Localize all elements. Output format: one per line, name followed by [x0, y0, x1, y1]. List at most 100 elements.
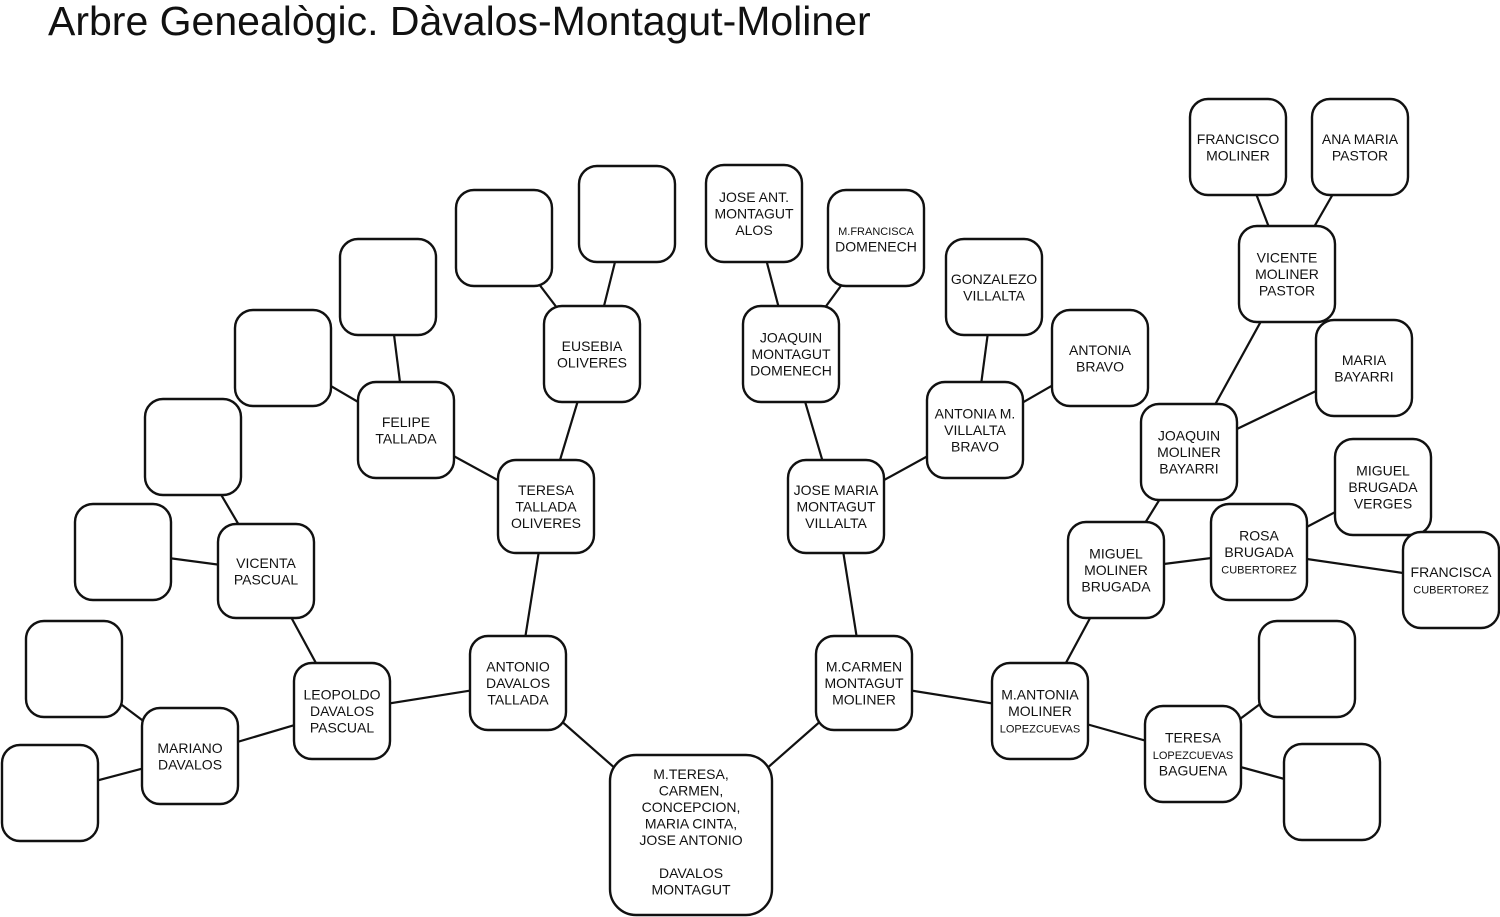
node-box — [741, 304, 841, 404]
node-label-line: FRANCISCO — [1197, 131, 1280, 147]
node-label-line: BAYARRI — [1334, 368, 1393, 384]
node-label-line: MIGUEL — [1089, 546, 1143, 562]
node-box — [1314, 318, 1414, 418]
node-label-line: BRUGADA — [1081, 579, 1151, 595]
node-label-line: JOSE MARIA — [794, 482, 879, 498]
node-box — [1066, 520, 1166, 620]
person-node-e1 — [24, 619, 124, 719]
node-label-line: MOLINER — [1157, 444, 1221, 460]
node-box — [1188, 97, 1288, 197]
node-box — [1257, 619, 1357, 719]
node-label-line: OLIVERES — [557, 354, 627, 370]
node-box — [786, 458, 886, 555]
node-label-line: CONCEPCION, — [642, 799, 741, 815]
node-label-line: MOLINER — [1008, 703, 1072, 719]
node-label-line: DOMENECH — [750, 363, 832, 379]
person-node-e2 — [0, 743, 100, 843]
node-label-line: VICENTE — [1257, 250, 1318, 266]
node-label-line: ANTONIO — [486, 659, 550, 675]
node-label-line: FELIPE — [382, 414, 430, 430]
node-label-line: VILLALTA — [963, 287, 1025, 303]
node-box — [990, 661, 1090, 761]
node-label-line: MOLINER — [832, 692, 896, 708]
node-box — [1333, 437, 1433, 537]
node-label-line: MONTAGUT — [714, 206, 794, 222]
node-label-line: EUSEBIA — [562, 338, 623, 354]
node-box — [1282, 742, 1382, 842]
node-label-line: MOLINER — [1206, 147, 1270, 163]
node-label-line: CUBERTOREZ — [1413, 584, 1489, 596]
node-label-line: JOSE ANT. — [719, 189, 789, 205]
node-label-line: M.FRANCISCA — [838, 226, 914, 238]
person-node-e10 — [1282, 742, 1382, 842]
node-label-line: VICENTA — [236, 555, 296, 571]
node-label-line: TERESA — [518, 482, 575, 498]
node-label-line: MOLINER — [1255, 266, 1319, 282]
node-label-line: TALLADA — [487, 692, 549, 708]
node-box — [542, 304, 642, 404]
node-label-line: ALOS — [735, 222, 772, 238]
node-box — [1209, 502, 1309, 602]
node-label-line: MONTAGUT — [751, 346, 831, 362]
node-label-line: MARIA CINTA, — [645, 816, 737, 832]
node-label-line: VILLALTA — [805, 515, 867, 531]
node-label-line: ANTONIA — [1069, 342, 1132, 358]
node-box — [1237, 224, 1337, 324]
node-label-line: BAYARRI — [1159, 461, 1218, 477]
node-box — [1310, 97, 1410, 197]
node-box — [0, 743, 100, 843]
person-node-e7 — [454, 188, 554, 288]
node-label-line: MONTAGUT — [824, 675, 904, 691]
node-label-line: DAVALOS — [659, 865, 723, 881]
node-label-line: GONZALEZO — [951, 271, 1037, 287]
node-label-line: LEOPOLDO — [303, 687, 380, 703]
node-label-line: LOPEZCUEVAS — [1000, 724, 1081, 736]
node-box — [925, 380, 1025, 480]
node-box — [944, 237, 1044, 337]
node-label-line: PASCUAL — [310, 720, 375, 736]
node-box — [608, 753, 774, 917]
node-label-line: M.CARMEN — [826, 659, 902, 675]
diagram-title: Arbre Genealògic. Dàvalos-Montagut-Molin… — [48, 0, 871, 44]
node-label-line: BRUGADA — [1348, 479, 1418, 495]
node-box — [1050, 308, 1150, 408]
node-label-line: MONTAGUT — [796, 499, 876, 515]
node-label-line: DOMENECH — [835, 238, 917, 254]
node-label-line: MARIA — [1342, 352, 1387, 368]
node-label-line: M.TERESA, — [653, 766, 728, 782]
node-box — [704, 163, 804, 264]
node-label-line: DAVALOS — [158, 756, 222, 772]
person-node-e8 — [577, 164, 677, 264]
node-label-line: BRUGADA — [1224, 544, 1294, 560]
node-box — [826, 188, 926, 288]
node-label-line: MIGUEL — [1356, 463, 1410, 479]
node-label-line: FRANCISCA — [1411, 564, 1493, 580]
node-label-line: PASTOR — [1332, 147, 1388, 163]
person-node-e4 — [143, 397, 243, 497]
node-box — [216, 522, 316, 620]
node-box — [338, 237, 438, 337]
node-label-line: MOLINER — [1084, 562, 1148, 578]
node-label-line: LOPEZCUEVAS — [1153, 750, 1234, 762]
node-box — [140, 706, 240, 806]
node-box — [577, 164, 677, 264]
node-box — [356, 380, 456, 480]
